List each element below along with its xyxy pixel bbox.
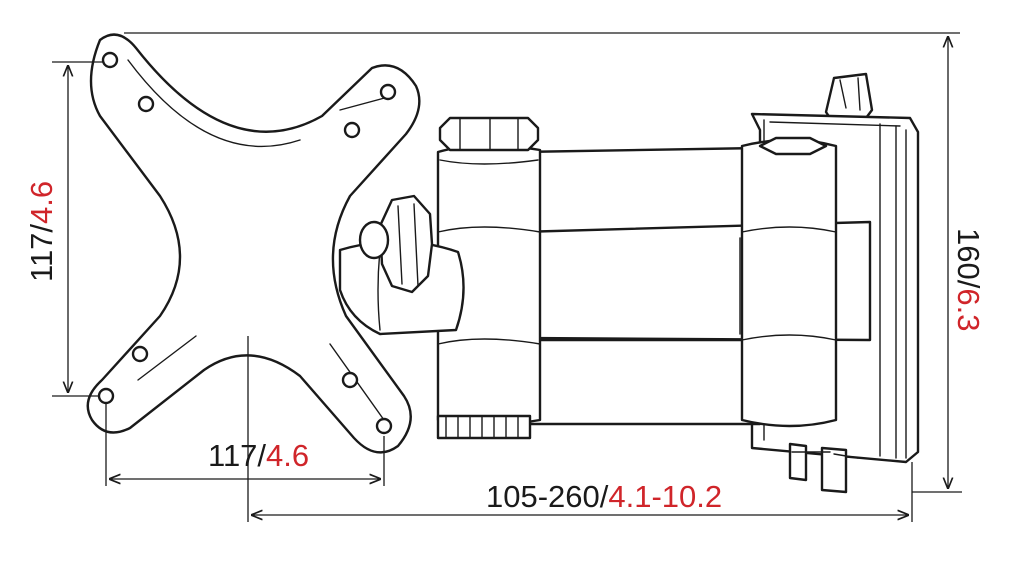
hex-nut (438, 116, 540, 152)
extension-imperial: 4.1-10.2 (608, 479, 722, 514)
dim-extension: 105-260/4.1-10.2 (247, 336, 913, 522)
plate-height-label: 117/4.6 (24, 181, 59, 282)
dim-plate-height: 117/4.6 (24, 61, 104, 397)
right-pivot (740, 136, 838, 428)
dim-total-height: 160/6.3 (124, 32, 986, 493)
plate-height-imperial: 4.6 (24, 181, 59, 224)
plate-height-metric: 117/ (24, 224, 59, 282)
vesa-plate (86, 33, 421, 454)
total-height-metric: 160/ (951, 228, 986, 289)
plate-width-label: 117/4.6 (208, 438, 309, 473)
extension-metric: 105-260/ (486, 479, 609, 514)
swing-arm (436, 116, 872, 440)
total-height-imperial: 6.3 (951, 288, 986, 331)
plate-width-imperial: 4.6 (266, 438, 309, 473)
extension-label: 105-260/4.1-10.2 (486, 479, 722, 514)
total-height-label: 160/6.3 (951, 228, 986, 331)
left-pivot (436, 144, 542, 440)
tilt-knob (358, 194, 434, 294)
dim-plate-width: 117/4.6 (105, 404, 385, 486)
plate-width-metric: 117/ (208, 438, 266, 473)
